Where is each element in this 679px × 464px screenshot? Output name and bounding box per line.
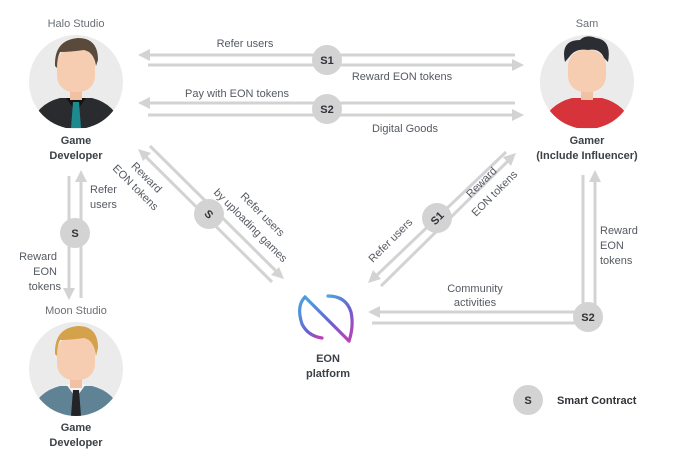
actor-moon-studio: Moon Studio Game Developer: [29, 305, 123, 449]
smart-contract-node-s1: [422, 203, 452, 233]
actor-sam: Sam Gamer (Include Influencer): [536, 18, 638, 162]
smart-contract-node-s: [194, 199, 224, 229]
flow-label-bottom-1: Community: [447, 283, 503, 295]
arrow-head-left-icon: [368, 306, 380, 318]
flow-label-top: Refer users: [217, 38, 274, 50]
flow-label-right-3: tokens: [600, 255, 633, 267]
actor-halo-studio: Halo Studio Game Developer: [29, 18, 123, 162]
legend-node: [513, 385, 543, 415]
arrow-head-down-right-icon: [271, 267, 284, 279]
flow-label-left-2: EON: [33, 266, 57, 278]
flow-halo-eon: S Reward EON tokens Refer users by uploa…: [110, 144, 290, 284]
arrow-head-up-left-icon: [138, 149, 151, 161]
flow-halo-sam-s1: S1 Refer users Reward EON tokens: [138, 38, 524, 83]
flow-label-left-3: tokens: [29, 281, 62, 293]
arrow-head-up-icon: [589, 170, 601, 182]
arrow-head-left-icon: [138, 49, 150, 61]
flow-label-top: Pay with EON tokens: [185, 88, 289, 100]
sam-name: Sam: [576, 18, 599, 30]
legend: S Smart Contract: [513, 385, 637, 415]
flow-halo-sam-s2: S2 Pay with EON tokens Digital Goods: [138, 88, 524, 135]
flow-label-bottom-2: activities: [454, 297, 497, 309]
legend-label: Smart Contract: [557, 395, 637, 407]
moon-role-line1: Game: [61, 422, 92, 434]
smart-contract-node-s1: [312, 45, 342, 75]
developer-avatar-icon: [29, 35, 123, 129]
smart-contract-node-s2: [312, 94, 342, 124]
developer-avatar-icon: [29, 322, 123, 416]
halo-role-line2: Developer: [49, 150, 103, 162]
legend-node-label: S: [524, 395, 531, 407]
halo-role-line1: Game: [61, 135, 92, 147]
flow-halo-moon: S Refer users Reward EON tokens: [19, 170, 117, 300]
moon-studio-name: Moon Studio: [45, 305, 107, 317]
arrow-head-up-right-icon: [503, 153, 516, 166]
smart-contract-node-s: [60, 218, 90, 248]
arrow-head-right-icon: [512, 59, 524, 71]
moon-role-line2: Developer: [49, 437, 103, 449]
flow-label-right-1: Reward: [600, 225, 638, 237]
arrow-head-down-left-icon: [368, 270, 381, 283]
actor-eon-platform: EON platform: [298, 294, 354, 380]
eon-name-line1: EON: [316, 353, 340, 365]
node-label: S1: [320, 55, 333, 67]
flow-label-right-1: Refer: [90, 184, 117, 196]
arrow-head-up-icon: [75, 170, 87, 182]
eon-logo-icon: [298, 294, 354, 343]
halo-studio-name: Halo Studio: [48, 18, 105, 30]
node-label: S: [71, 228, 78, 240]
node-label: S2: [581, 312, 594, 324]
eon-name-line2: platform: [306, 368, 350, 380]
sam-role-line1: Gamer: [570, 135, 606, 147]
flow-label-right-2: EON: [600, 240, 624, 252]
flow-label-left-1: Reward: [19, 251, 57, 263]
arrow-head-down-icon: [63, 288, 75, 300]
flow-label-right-2: users: [90, 199, 117, 211]
node-label: S2: [320, 104, 333, 116]
flow-sam-eon-s1: S1 Refer users Reward EON tokens: [367, 150, 520, 288]
arrow-head-left-icon: [138, 97, 150, 109]
flow-sam-eon-s2: S2 Community activities Reward EON token…: [368, 170, 638, 332]
smart-contract-node-s2: [573, 302, 603, 332]
arrow-head-right-icon: [512, 109, 524, 121]
gamer-avatar-icon: [540, 35, 634, 129]
flow-label-bottom: Digital Goods: [372, 123, 439, 135]
flow-label-bottom: Reward EON tokens: [352, 71, 453, 83]
sam-role-line2: (Include Influencer): [536, 150, 638, 162]
